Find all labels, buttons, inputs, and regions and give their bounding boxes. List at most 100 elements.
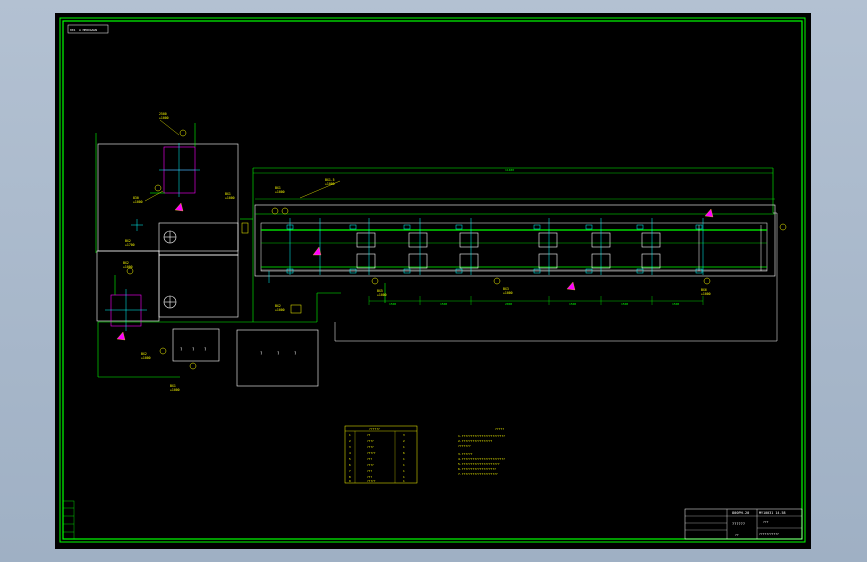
box2-label-1: ? xyxy=(260,351,263,356)
aerator-units xyxy=(356,232,661,269)
company-name: ??????????? xyxy=(759,532,779,536)
row8-no: 8 xyxy=(349,475,351,479)
callout-outlet-l2: +1700 xyxy=(125,243,135,247)
note-2: 2.????????????????? xyxy=(458,439,493,443)
parts-table: ?????? 1 ?? 3 2 ???? 2 3 ???? 1 4 ????? … xyxy=(344,425,418,484)
callout-tube-left-2-l2: +1000 xyxy=(275,190,285,194)
row5-no: 5 xyxy=(349,457,351,461)
notes-title: ????? xyxy=(495,427,504,431)
revision-strip xyxy=(62,500,75,540)
bottom-dim-5: 1500 xyxy=(621,302,628,306)
equipment-box-2 xyxy=(236,329,319,387)
box2-label-3: ? xyxy=(294,351,297,356)
bottom-dim-3: 2000 xyxy=(505,302,512,306)
row2-name: ???? xyxy=(367,439,374,443)
row9-qty: 1 xyxy=(403,479,405,483)
note-5: 4.???????????????????????? xyxy=(458,457,505,461)
callout-tube-top-l1: 2500 xyxy=(159,112,167,116)
box1-label-3: ? xyxy=(204,347,207,352)
callout-left-mid-l2: +1000 xyxy=(133,200,143,204)
bottom-dim-2: 1500 xyxy=(440,302,447,306)
callout-pump-l2: +1000 xyxy=(141,356,151,360)
row3-name: ???? xyxy=(367,445,374,449)
callout-tube-left-2-l1: BX1 xyxy=(275,186,281,190)
drawing-canvas: 001 A HEROGAUN xyxy=(59,17,806,543)
inner-border xyxy=(62,20,803,540)
row2-qty: 2 xyxy=(403,439,405,443)
row7-name: ??? xyxy=(367,469,372,473)
callout-outlet-l1: BX2 xyxy=(125,239,131,243)
bottom-dim-6: 1500 xyxy=(672,302,679,306)
top-dimension: 11480 xyxy=(253,168,773,174)
drawing-code: MY10031 14.58 xyxy=(759,511,786,515)
drawing-number: 800PH.20 xyxy=(732,511,749,515)
callout-bottom-3-l1: BX1 xyxy=(170,384,176,388)
callout-center-top-l1: BX1.5 xyxy=(325,178,335,182)
scale-text: ??? xyxy=(763,520,769,524)
callout-center-top-l2: +1000 xyxy=(325,182,335,186)
callout-left-low-l1: BX2 xyxy=(123,261,129,265)
row5-qty: 1 xyxy=(403,457,405,461)
row8-name: ??? xyxy=(367,475,372,479)
note-7: 6.??????????????????? xyxy=(458,467,496,471)
row9-name: ????? xyxy=(367,479,376,483)
row7-no: 7 xyxy=(349,469,351,473)
sheet-mark: ?? xyxy=(735,533,739,537)
box1-label-1: ? xyxy=(180,347,183,352)
callout-bottom-2-l1: BX3 xyxy=(503,287,509,291)
callout-right-end-l2: +1000 xyxy=(701,292,711,296)
row1-no: 1 xyxy=(349,433,351,437)
note-1: 1.???????????????????????? xyxy=(458,434,505,438)
callout-right-end-l1: BX6 xyxy=(701,288,707,292)
corner-tag-number: 001 xyxy=(70,28,76,32)
callout-bottom-2-l2: +1000 xyxy=(503,291,513,295)
outer-border xyxy=(59,17,806,543)
drawing-sheet[interactable]: 001 A HEROGAUN xyxy=(55,13,811,549)
bottom-dim-1: 1500 xyxy=(389,302,396,306)
row7-qty: 1 xyxy=(403,469,405,473)
note-3: ??????? xyxy=(458,444,471,448)
callout-bottom-1-l1: BX5 xyxy=(377,289,383,293)
callout-left-low-l2: +1000 xyxy=(123,265,133,269)
row6-name: ???? xyxy=(367,463,374,467)
section-marks xyxy=(116,202,714,341)
tank-plan xyxy=(105,143,200,331)
box2-label-2: ? xyxy=(277,351,280,356)
bottom-dimension-row xyxy=(368,296,704,305)
row8-qty: 1 xyxy=(403,475,405,479)
aeration-basin xyxy=(254,198,776,283)
callout-tube-top-l2: +1000 xyxy=(159,116,169,120)
top-dimension-value: 11480 xyxy=(505,168,514,172)
callouts: 2500 +1000 830 +1000 BX1 +1000 BX1 +1000… xyxy=(123,112,711,392)
drawing-name: ?????? xyxy=(732,522,745,526)
callout-bottom-3-l2: +1000 xyxy=(170,388,180,392)
pipelines xyxy=(95,123,774,378)
row3-qty: 1 xyxy=(403,445,405,449)
left-building xyxy=(96,143,239,322)
row9-no: 9 xyxy=(349,479,351,483)
note-8: 7.???????????????????? xyxy=(458,472,498,476)
row4-qty: 6 xyxy=(403,451,405,455)
corner-tag: 001 A HEROGAUN xyxy=(67,24,109,34)
callout-bottom-1-l2: +1000 xyxy=(377,293,387,297)
technical-notes: ????? 1.???????????????????????? 2.?????… xyxy=(458,427,505,476)
box1-label-2: ? xyxy=(192,347,195,352)
row6-qty: 1 xyxy=(403,463,405,467)
site-boundary xyxy=(334,212,778,342)
row1-name: ?? xyxy=(367,433,371,437)
title-block: 800PH.20 ?????? MY10031 14.58 ??????????… xyxy=(684,508,803,540)
callout-pump-l1: BX2 xyxy=(141,352,147,356)
row5-name: ??? xyxy=(367,457,372,461)
callout-tube-left-1-l1: BX1 xyxy=(225,192,231,196)
equipment-box-1 xyxy=(172,328,220,362)
callout-left-mid-l1: 830 xyxy=(133,196,139,200)
callout-tube-left-1-l2: +1000 xyxy=(225,196,235,200)
row6-no: 6 xyxy=(349,463,351,467)
callout-mid-pump-l1: BX2 xyxy=(275,304,281,308)
row2-no: 2 xyxy=(349,439,351,443)
row4-no: 4 xyxy=(349,451,351,455)
note-6: 5.????????????????????? xyxy=(458,462,500,466)
corner-tag-title: A HEROGAUN xyxy=(79,28,97,32)
column-markers xyxy=(286,218,704,275)
